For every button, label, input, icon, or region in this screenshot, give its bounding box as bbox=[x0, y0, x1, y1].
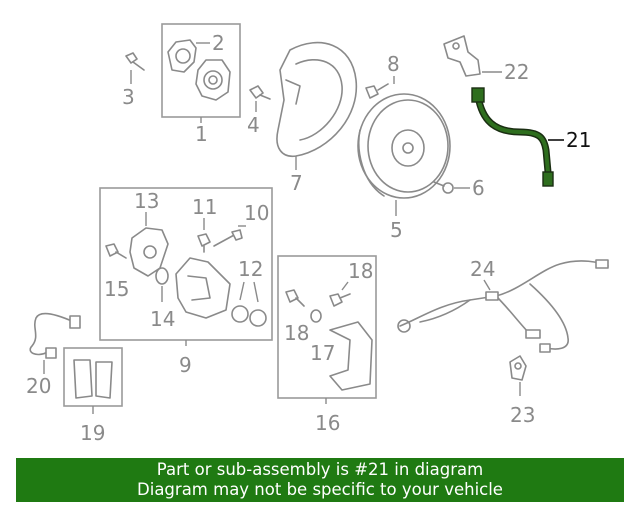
brake-rotor-part[interactable] bbox=[357, 93, 451, 199]
callout-23: 23 bbox=[510, 403, 535, 427]
brake-dust-shield-part[interactable] bbox=[276, 41, 358, 157]
bolt-6-part[interactable] bbox=[433, 181, 454, 194]
caliper-bracket-box bbox=[277, 255, 377, 399]
brake-pads-box bbox=[63, 347, 123, 407]
callout-16: 16 bbox=[315, 411, 340, 435]
callout-19: 19 bbox=[80, 421, 105, 445]
hose-bracket-part[interactable] bbox=[443, 35, 481, 77]
banner-line-2: Diagram may not be specific to your vehi… bbox=[137, 480, 503, 499]
caliper-bracket-part[interactable] bbox=[175, 257, 231, 319]
callout-7: 7 bbox=[290, 171, 303, 195]
bolt-15-part[interactable] bbox=[105, 243, 127, 259]
caliper-carrier-part[interactable] bbox=[329, 321, 373, 391]
callout-1: 1 bbox=[195, 122, 208, 146]
callout-22: 22 bbox=[504, 60, 529, 84]
callout-6: 6 bbox=[472, 176, 485, 200]
callout-11: 11 bbox=[192, 195, 217, 219]
bolt-18-upper-part[interactable] bbox=[329, 293, 351, 307]
bolt-4-part[interactable] bbox=[249, 85, 271, 100]
callout-10: 10 bbox=[244, 201, 269, 225]
banner-line-1: Part or sub-assembly is #21 in diagram bbox=[156, 460, 484, 479]
wiring-harness-part[interactable] bbox=[397, 259, 609, 353]
guide-bushing-17-part[interactable] bbox=[310, 309, 322, 323]
guide-pin-11-part[interactable] bbox=[197, 233, 211, 253]
seal-14-part[interactable] bbox=[155, 267, 169, 285]
pad-wear-sensor-part[interactable] bbox=[29, 312, 81, 359]
callout-9: 9 bbox=[179, 353, 192, 377]
bolt-18-lower-part[interactable] bbox=[285, 289, 305, 307]
hub-bearing-part[interactable] bbox=[195, 59, 231, 101]
callout-5: 5 bbox=[390, 218, 403, 242]
callout-13: 13 bbox=[134, 189, 159, 213]
info-banner: Part or sub-assembly is #21 in diagram D… bbox=[16, 458, 624, 502]
wheel-speed-sensor-part[interactable] bbox=[509, 355, 527, 381]
caliper-housing-part[interactable] bbox=[129, 227, 169, 277]
hub-flange-part[interactable] bbox=[167, 39, 197, 73]
callout-2: 2 bbox=[212, 31, 225, 55]
bolt-8-part[interactable] bbox=[365, 83, 389, 99]
callout-18b: 18 bbox=[348, 259, 373, 283]
callout-12: 12 bbox=[238, 257, 263, 281]
brake-pads-part[interactable] bbox=[73, 359, 113, 399]
callout-18a: 18 bbox=[284, 321, 309, 345]
callout-15: 15 bbox=[104, 277, 129, 301]
callout-4: 4 bbox=[247, 113, 260, 137]
brake-hose-part[interactable] bbox=[471, 87, 554, 187]
callout-21: 21 bbox=[566, 128, 591, 152]
callout-3: 3 bbox=[122, 85, 135, 109]
bleeder-10-part[interactable] bbox=[213, 229, 243, 247]
bolt-3-part[interactable] bbox=[125, 52, 145, 71]
callout-17: 17 bbox=[310, 341, 335, 365]
callout-20: 20 bbox=[26, 374, 51, 398]
callout-14: 14 bbox=[150, 307, 175, 331]
callout-8: 8 bbox=[387, 52, 400, 76]
callout-24: 24 bbox=[470, 257, 495, 281]
piston-12-part[interactable] bbox=[231, 305, 267, 327]
